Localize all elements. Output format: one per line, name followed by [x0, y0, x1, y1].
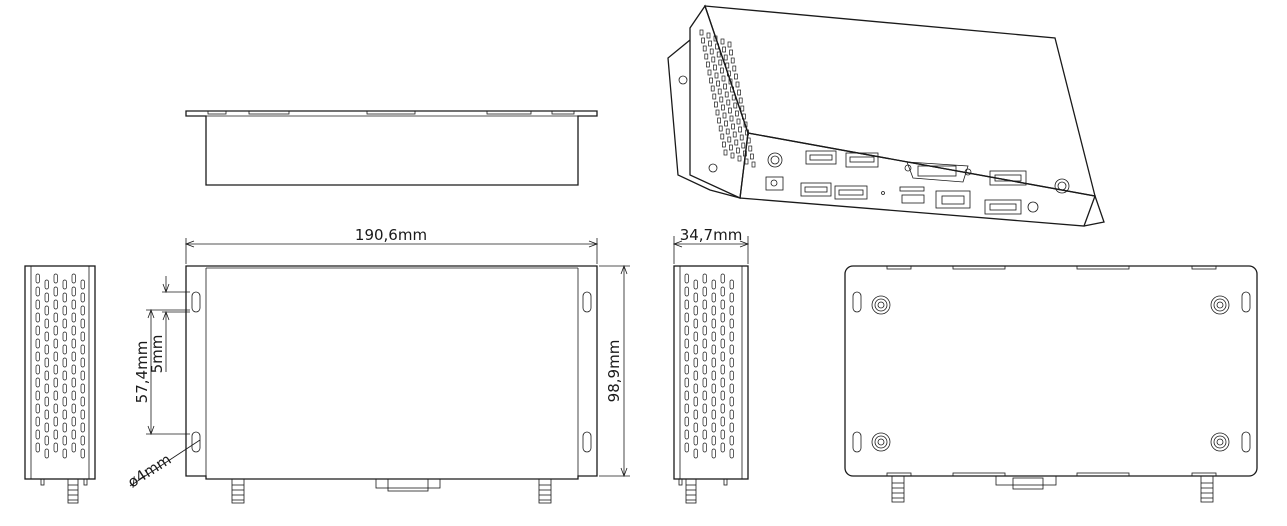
isometric-view [667, 4, 1105, 227]
dim-slot-label: 5mm [148, 335, 166, 374]
dim-width-label: 190,6mm [355, 226, 427, 244]
dim-hole-spacing-label: 57,4mm [133, 341, 151, 404]
side-view-left [24, 265, 96, 504]
iso-vents [699, 29, 756, 168]
iso-ports [765, 150, 1070, 215]
dim-hole-diameter-label: ø4mm [124, 450, 174, 491]
front-view [185, 265, 598, 504]
dim-height-label: 98,9mm [605, 340, 623, 403]
top-view [185, 110, 598, 186]
side-view-right [673, 265, 749, 504]
bottom-view [844, 265, 1258, 503]
mounting-feet [871, 295, 1230, 452]
dim-depth-label: 34,7mm [680, 226, 743, 244]
